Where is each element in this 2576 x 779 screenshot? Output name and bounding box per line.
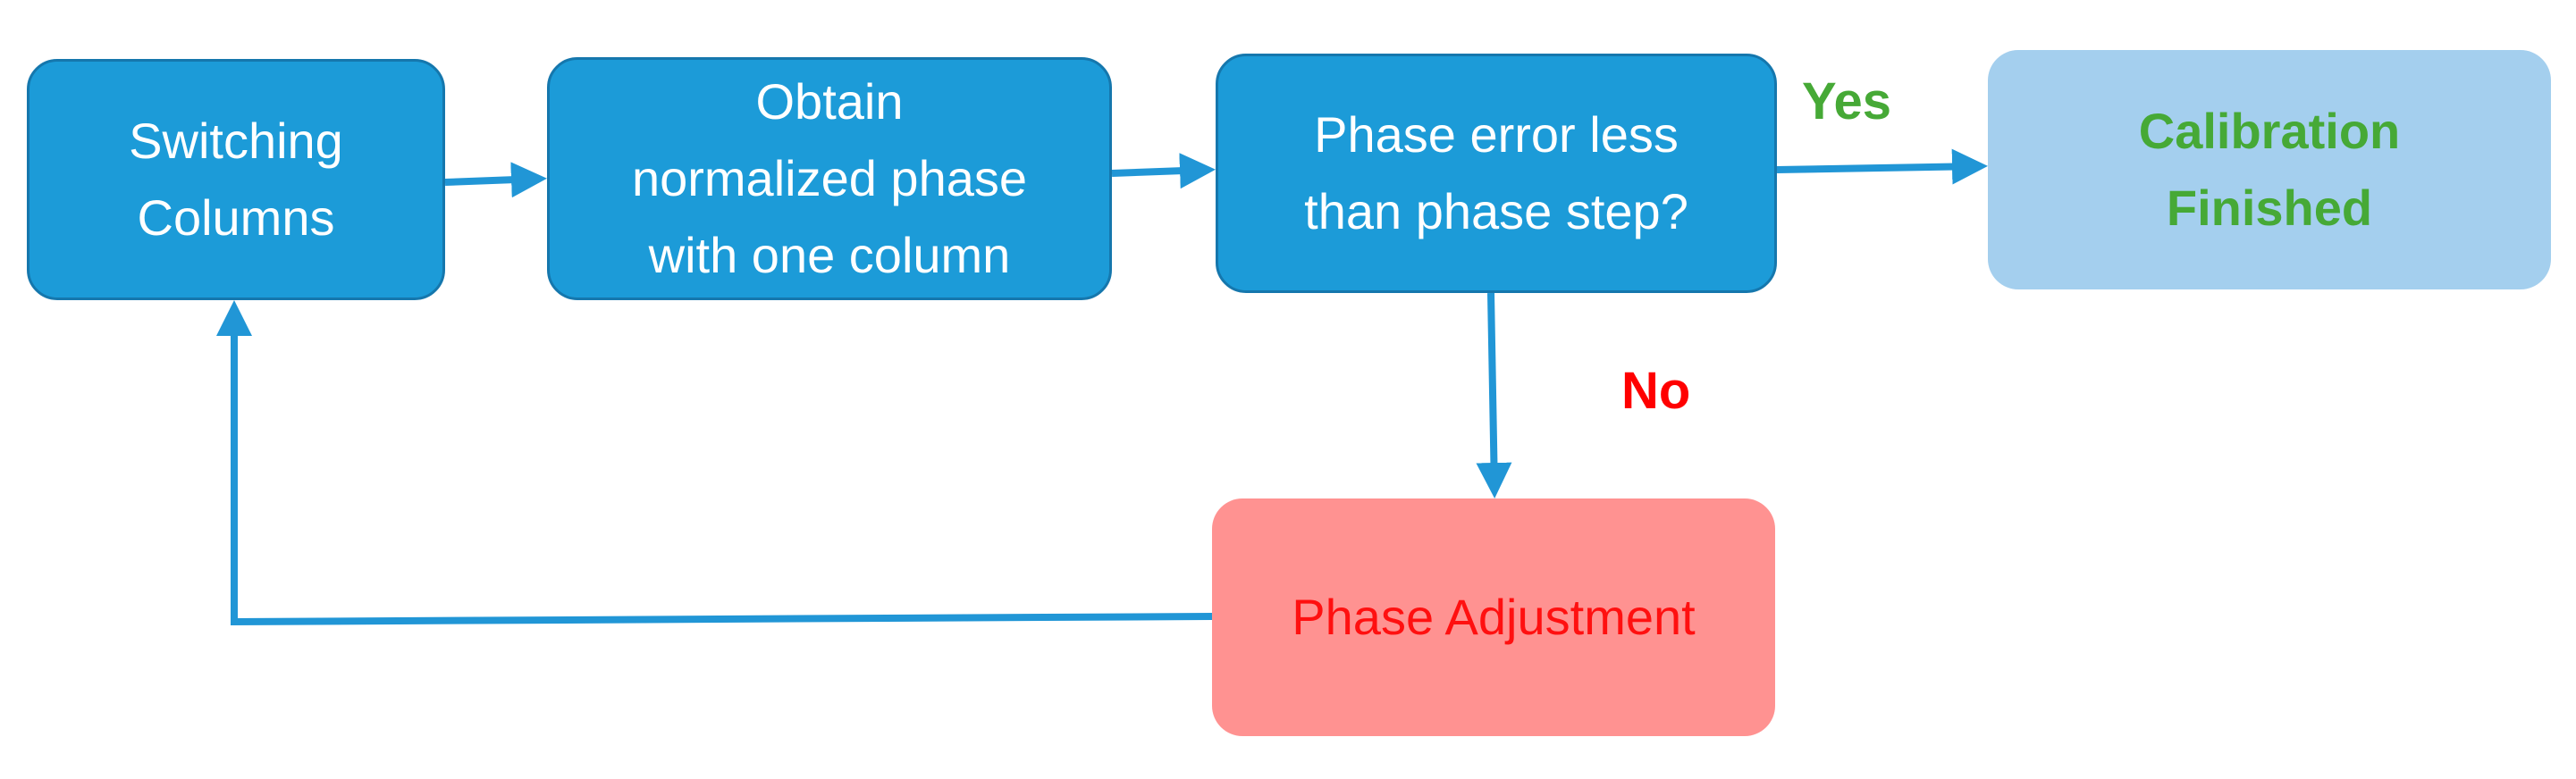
switching-columns-line-2: Columns xyxy=(137,189,335,246)
arrow-decision-to-finished xyxy=(1776,148,1988,185)
arrow-decision-to-adjust xyxy=(1476,292,1512,498)
adjust-line-1: Phase Adjustment xyxy=(1292,589,1696,645)
calibration-finished-box: Calibration Finished xyxy=(1988,50,2551,289)
decision-line-2: than phase step? xyxy=(1304,183,1688,239)
calibration-finished-text: Calibration Finished xyxy=(2139,93,2400,247)
obtain-line-3: with one column xyxy=(648,227,1011,283)
phase-error-decision-text: Phase error less than phase step? xyxy=(1304,96,1688,250)
obtain-line-1: Obtain xyxy=(755,73,904,130)
obtain-normalized-phase-box: Obtain normalized phase with one column xyxy=(547,57,1112,300)
phase-error-decision-box: Phase error less than phase step? xyxy=(1216,54,1777,293)
finished-line-2: Finished xyxy=(2166,180,2373,236)
arrow-adjust-to-switching xyxy=(216,300,1213,626)
decision-line-1: Phase error less xyxy=(1314,106,1679,163)
switching-columns-text: Switching Columns xyxy=(129,103,343,256)
switching-columns-line-1: Switching xyxy=(129,113,343,169)
obtain-normalized-phase-text: Obtain normalized phase with one column xyxy=(632,63,1027,294)
no-label: No xyxy=(1621,362,1691,420)
yes-label: Yes xyxy=(1802,72,1891,130)
phase-adjustment-box: Phase Adjustment xyxy=(1212,498,1775,736)
finished-line-1: Calibration xyxy=(2138,103,2401,159)
arrow-switching-to-obtain xyxy=(444,162,547,198)
switching-columns-box: Switching Columns xyxy=(27,59,445,300)
phase-adjustment-text: Phase Adjustment xyxy=(1292,579,1695,656)
arrow-obtain-to-decision xyxy=(1111,153,1216,189)
obtain-line-2: normalized phase xyxy=(631,150,1028,206)
